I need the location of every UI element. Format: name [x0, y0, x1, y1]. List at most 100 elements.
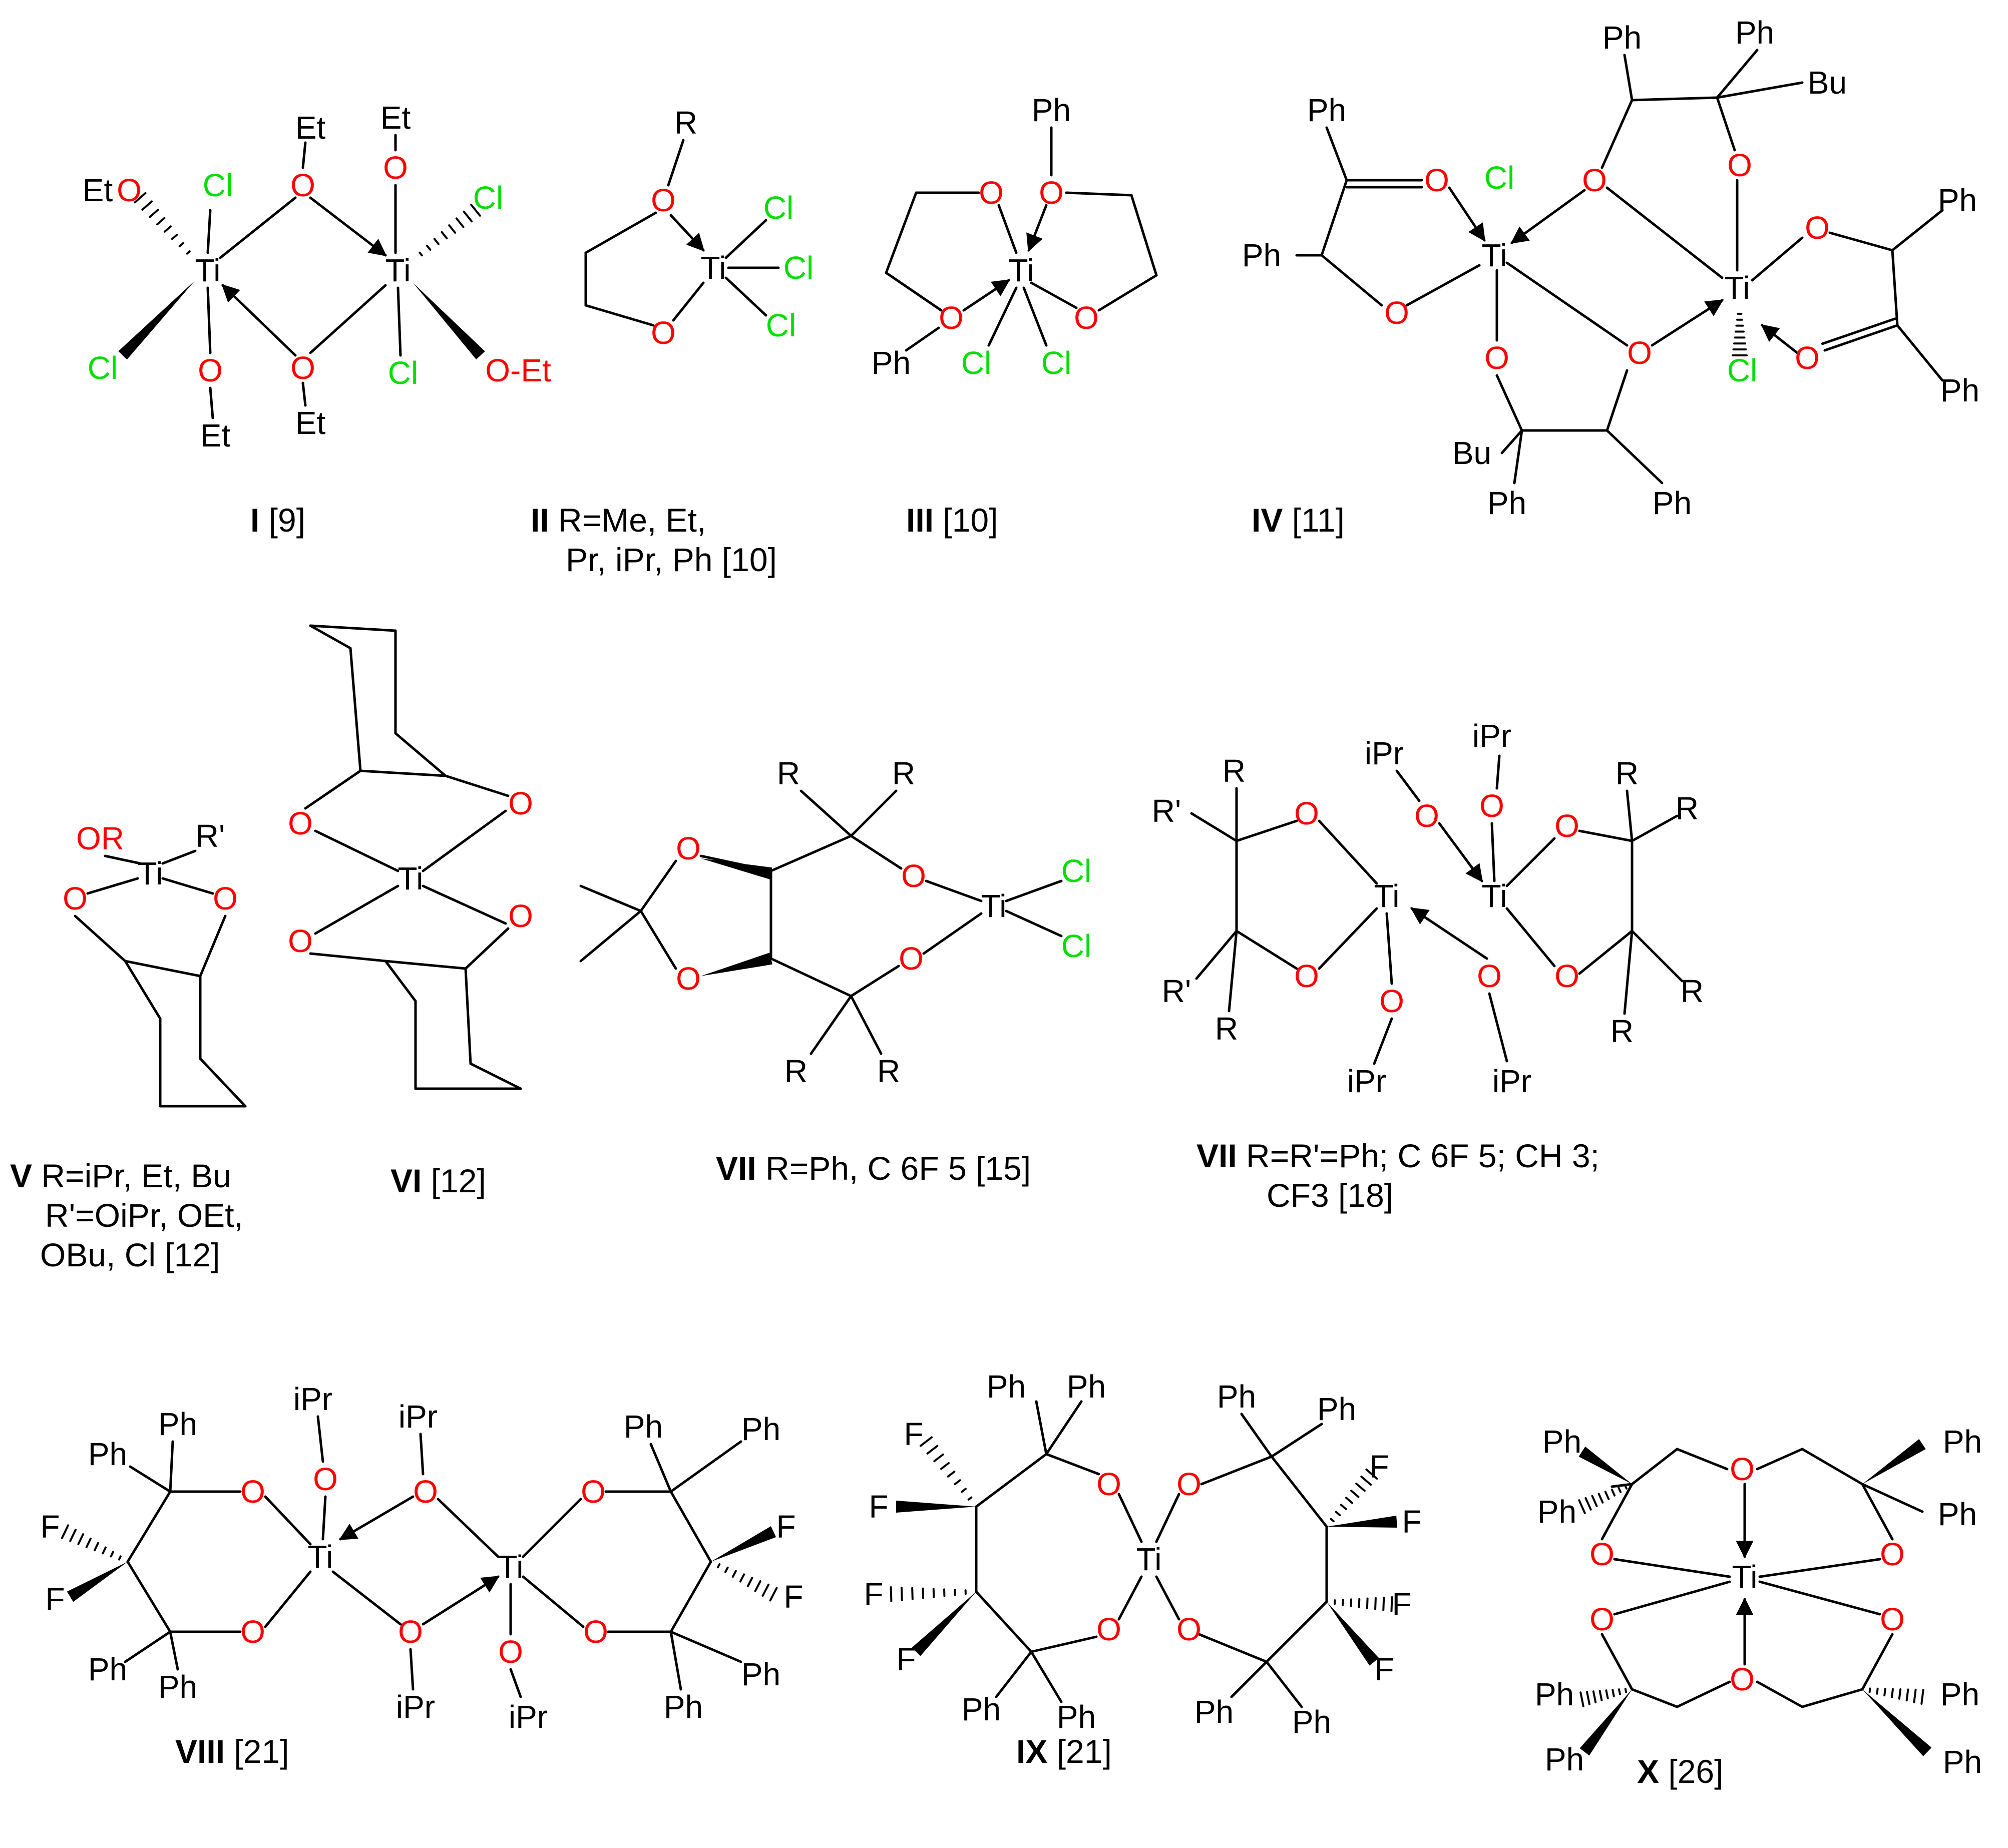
atom-label-f: F	[1374, 1651, 1394, 1687]
bond-line	[331, 1570, 402, 1626]
bond-line	[1195, 930, 1238, 980]
bond-line	[126, 1490, 172, 1563]
bond-line	[1155, 1575, 1180, 1621]
atom-label-o: O	[240, 1474, 265, 1510]
hashed-bond	[1578, 1484, 1628, 1514]
atom-label-f: F	[776, 1509, 795, 1545]
atom-label-o: O	[1589, 1536, 1615, 1572]
bond-line	[409, 1648, 415, 1691]
atom-label-ph: Ph	[1940, 372, 1979, 408]
caption-II-number: II	[531, 502, 549, 539]
bond-line	[1823, 324, 1899, 352]
atom-label-ph: Ph	[1938, 1496, 1977, 1532]
bond-line	[1613, 1558, 1731, 1578]
atom-label-o: O	[198, 352, 223, 388]
bond-line	[321, 1495, 327, 1541]
bond-line	[359, 769, 447, 777]
caption-I-number: I	[250, 502, 260, 539]
hashed-bond	[1334, 1596, 1393, 1612]
bond-line	[1631, 930, 1684, 983]
bond-line	[639, 859, 677, 912]
bond-line	[1600, 99, 1634, 169]
bond-line	[1626, 789, 1634, 842]
bond-line	[1405, 264, 1481, 307]
bond-line	[126, 1560, 172, 1633]
caption-IV: IV [11]	[1252, 501, 1345, 540]
bond-line	[1623, 54, 1634, 102]
atom-label-o: O	[1074, 300, 1099, 336]
atom-label-ph: Ph	[1943, 1424, 1982, 1460]
atom-label-r: R	[1676, 790, 1699, 826]
bond-line	[649, 1443, 672, 1493]
atom-label-ti: Ti	[1009, 252, 1034, 288]
atom-label-o: O	[1379, 983, 1404, 1019]
bond-line	[422, 809, 507, 872]
atom-label-cl: Cl	[961, 345, 991, 381]
bond-line	[639, 909, 677, 970]
atom-label-f: F	[1402, 1504, 1421, 1540]
bond-line	[1490, 822, 1496, 882]
atom-label-ti: Ti	[701, 250, 726, 286]
bond-line	[304, 769, 362, 810]
caption-X: X [26]	[1637, 1752, 1723, 1791]
bond-line	[905, 326, 940, 352]
bond-line	[522, 1498, 582, 1558]
atom-label-et: Et	[295, 405, 326, 441]
atom-label-ph: Ph	[1943, 1744, 1982, 1780]
caption-VIIb-line2: CF3 [18]	[1267, 1177, 1394, 1214]
atom-label-o: O	[288, 923, 313, 959]
bond-line	[1605, 369, 1629, 432]
atom-label-f: F	[869, 1489, 888, 1525]
bond-line	[219, 196, 297, 259]
bond-line	[422, 884, 507, 925]
atom-label-ph: Ph	[1307, 92, 1346, 128]
atom-label-o: O	[240, 1614, 265, 1650]
wedge-bond	[413, 283, 485, 360]
bond-line	[922, 912, 983, 955]
dative-bond-arrow	[1026, 204, 1048, 252]
bond-line	[850, 995, 883, 1055]
atom-label-ph: Ph	[88, 1436, 127, 1472]
bond-line	[199, 1057, 247, 1108]
bond-line	[1045, 1453, 1100, 1476]
atom-label-cl: Cl	[766, 307, 796, 343]
atom-label-ipr: iPr	[1472, 718, 1511, 754]
atom-label-f: F	[40, 1509, 60, 1545]
dative-bond-arrow	[221, 284, 297, 357]
bond-line	[309, 952, 387, 963]
bond-line	[129, 1465, 172, 1493]
bond-line	[1600, 1633, 1634, 1691]
bond-line	[724, 276, 767, 317]
bond-line	[1005, 879, 1063, 902]
bond-line	[1155, 1493, 1180, 1543]
atom-label-ph: Ph	[1067, 1368, 1106, 1405]
bond-line	[724, 219, 767, 259]
atom-label-ti: Ti	[195, 252, 221, 288]
bond-line	[1623, 930, 1634, 1015]
bond-line	[850, 834, 903, 870]
atom-label-o: O	[290, 167, 315, 203]
atom-label-o: O	[1096, 1611, 1121, 1647]
bond-line	[1385, 912, 1393, 985]
bond-line	[810, 995, 853, 1055]
bond-line	[199, 914, 227, 978]
atom-label-ph: Ph	[1542, 1424, 1581, 1460]
caption-VIIb: VII R=R'=Ph; C 6F 5; CH 3; CF3 [18]	[1196, 1136, 1599, 1215]
atom-label-o: O	[1414, 798, 1439, 834]
atom-label-cl: Cl	[1061, 853, 1091, 889]
caption-I-ref: [9]	[259, 502, 306, 539]
dative-bond-arrow	[1761, 324, 1799, 354]
atom-label-et: Et	[83, 172, 113, 208]
bond-line	[396, 286, 402, 357]
atom-label-o: O	[1484, 340, 1509, 376]
atom-label-o: O	[676, 961, 701, 997]
atom-label-ti: Ti	[1482, 237, 1507, 273]
bond-line	[301, 381, 307, 407]
bond-line	[1117, 1493, 1143, 1543]
atom-label-r-prime: R'	[1152, 793, 1181, 829]
caption-II-line1: R=Me, Et,	[549, 502, 706, 539]
bond-line	[1265, 1600, 1328, 1663]
atom-label-o: O	[1384, 295, 1409, 331]
dative-bond-arrow	[962, 279, 1010, 312]
